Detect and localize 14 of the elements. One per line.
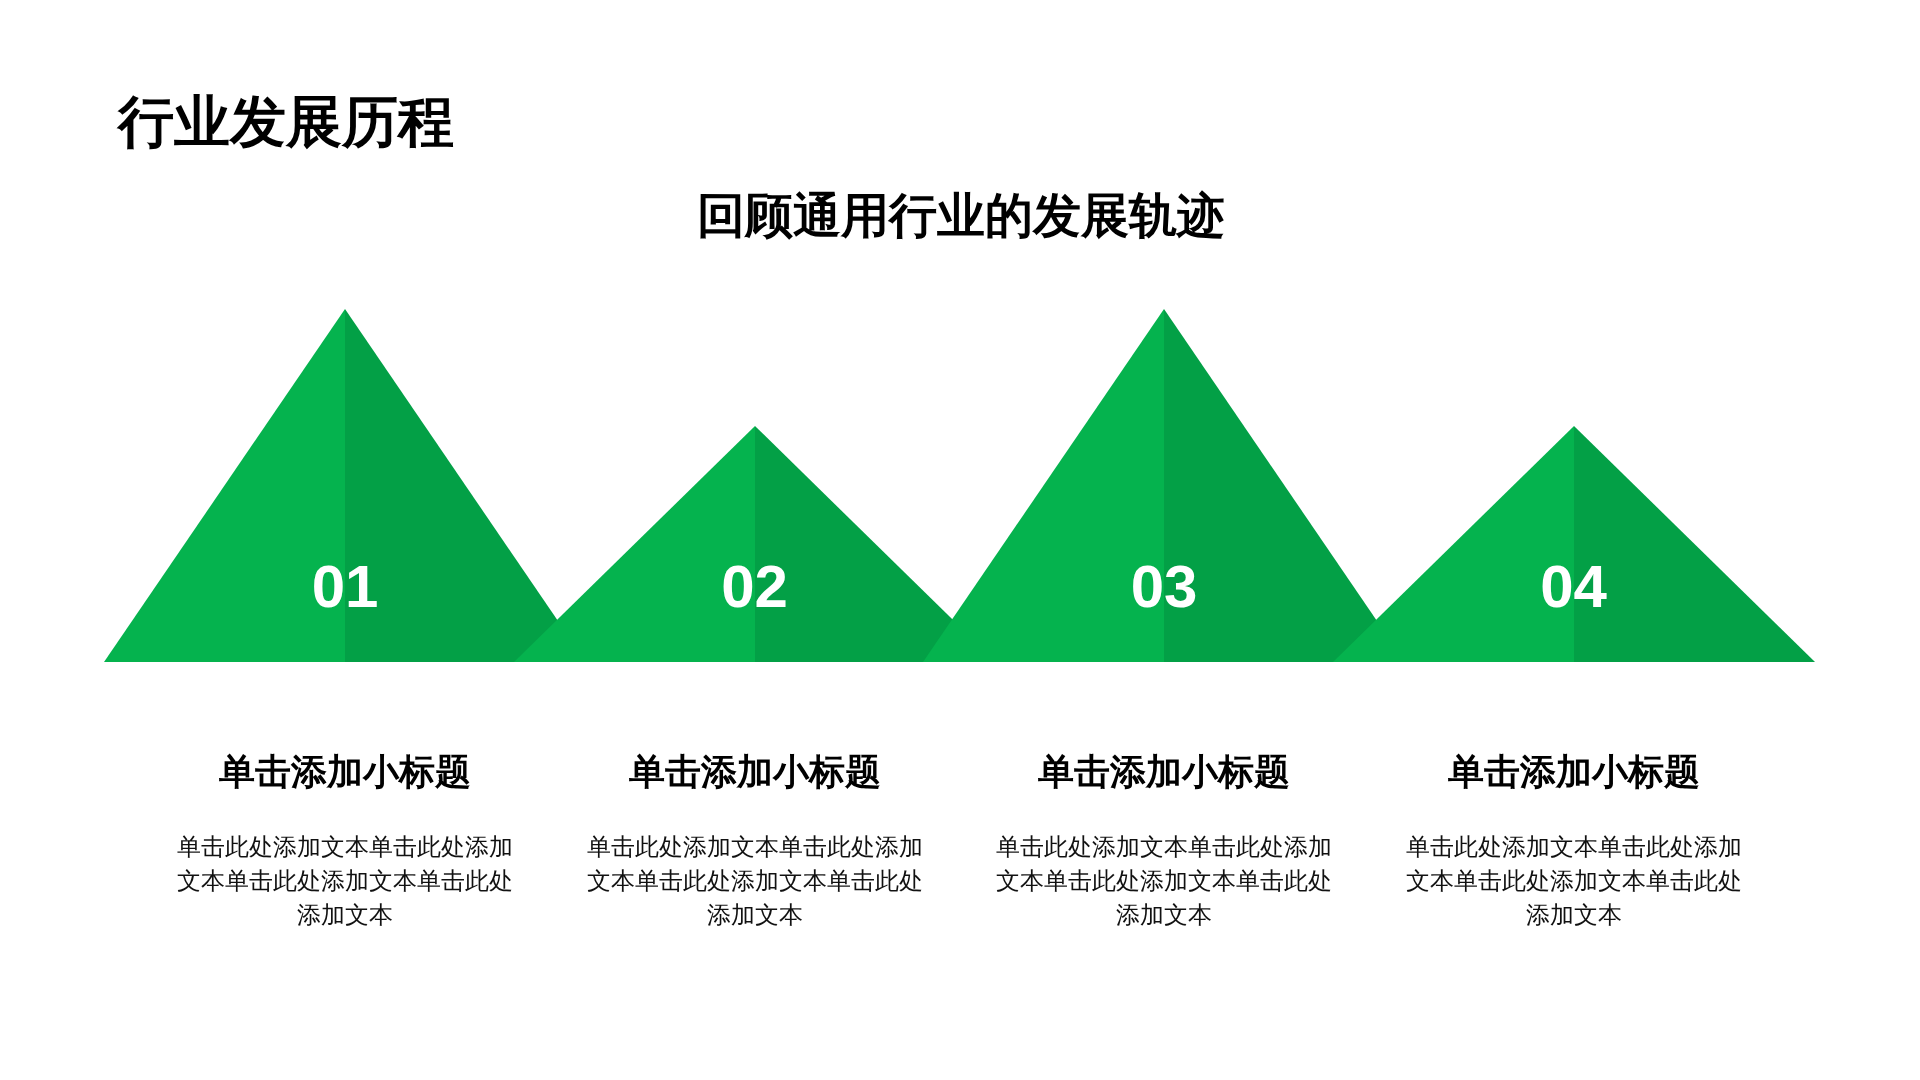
body-text: 单击此处添加文本单击此处添加文本单击此处添加文本单击此处添加文本 [995,832,1333,930]
body-text: 单击此处添加文本单击此处添加文本单击此处添加文本单击此处添加文本 [176,832,514,930]
step-number: 02 [721,557,788,617]
body-text: 单击此处添加文本单击此处添加文本单击此处添加文本单击此处添加文本 [1404,832,1743,930]
step-number: 04 [1540,557,1607,617]
subtitle: 回顾通用行业的发展轨迹 [697,188,1225,244]
subheading: 单击添加小标题 [219,751,471,793]
subheading: 单击添加小标题 [1038,751,1290,793]
body-text: 单击此处添加文本单击此处添加文本单击此处添加文本单击此处添加文本 [585,832,924,930]
step-number: 01 [311,557,379,617]
subheading: 单击添加小标题 [1447,751,1700,793]
subheading: 单击添加小标题 [628,751,881,793]
slide-title: 行业发展历程 [118,90,454,154]
step-number: 03 [1130,557,1198,617]
